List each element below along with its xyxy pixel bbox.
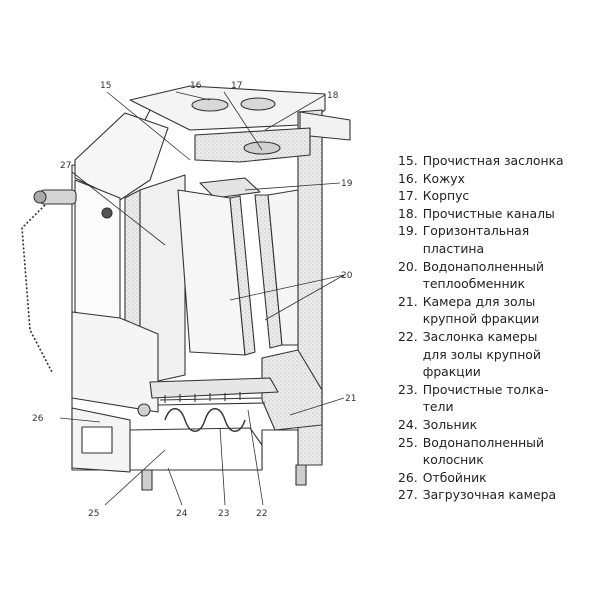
leader-15	[106, 91, 191, 161]
leader-23	[219, 427, 226, 506]
legend-text: Прочистная заслонка	[422, 153, 564, 168]
legend-item-20: 20.Водонаполненный теплообменник	[398, 258, 596, 293]
heat-exchanger-back-face	[267, 189, 299, 346]
legend-item-15: 15. Прочистная заслонка	[398, 152, 596, 170]
leader-20a	[229, 274, 345, 301]
legend-number: 15.	[398, 153, 418, 168]
leader-27	[71, 171, 166, 246]
leader-22	[247, 409, 264, 506]
heat-exchanger-front-insul	[229, 195, 256, 356]
legend-text: Отбойник	[422, 469, 487, 485]
legend-number: 25.	[398, 434, 418, 450]
boiler-body	[21, 85, 351, 491]
legend-item-25: 25.Водонаполненный колосник	[398, 434, 596, 469]
legend-number: 22.	[398, 328, 418, 344]
ash-pan-handle	[81, 426, 113, 454]
legend-item-18: 18.Прочистные каналы	[398, 205, 596, 223]
top-opening-right	[240, 97, 276, 111]
pusher-handle	[137, 403, 151, 417]
leader-21	[289, 397, 345, 416]
legend-item-22: 22.Заслонка камеры для золы крупной фрак…	[398, 328, 596, 381]
callout-26: 26	[32, 414, 44, 424]
legend-number: 16.	[398, 170, 418, 186]
cleaning-damper	[74, 112, 169, 201]
leader-19	[244, 182, 341, 191]
leader-18	[264, 94, 326, 131]
legend-number: 21.	[398, 293, 418, 309]
callout-16: 16	[190, 81, 202, 91]
foot-left	[141, 469, 153, 491]
legend-item-21: 21.Камера для золы крупной фракции	[398, 293, 596, 328]
legend-item-16: 16.Кожух	[398, 170, 596, 188]
callout-27: 27	[60, 161, 71, 171]
front-sight-glass	[101, 207, 113, 219]
legend-text: Водонаполненный колосник	[422, 434, 545, 468]
legend-item-19: 19.Горизонтальная пластина	[398, 222, 596, 257]
callout-24: 24	[176, 509, 188, 519]
leader-20b	[264, 274, 345, 321]
legend-text: Корпус	[422, 188, 470, 204]
top-shelf	[299, 111, 351, 141]
callout-15: 15	[100, 81, 111, 91]
callout-19: 19	[341, 179, 353, 189]
deflector-chain	[21, 204, 53, 373]
legend-item-24: 24.Зольник	[398, 416, 596, 434]
callout-20: 20	[341, 271, 353, 281]
legend-text: Камера для золы крупной фракции	[422, 293, 540, 327]
leader-24	[167, 467, 183, 506]
loading-handle-cap	[33, 190, 47, 204]
roof	[129, 85, 326, 131]
cleaning-pushers	[164, 408, 246, 432]
legend-text: Водонаполненный теплообменник	[422, 258, 545, 292]
leader-lines	[59, 91, 345, 506]
callout-21: 21	[345, 394, 356, 404]
grate-frame	[149, 377, 279, 399]
legend-number: 19.	[398, 223, 418, 239]
leader-17	[223, 91, 263, 151]
callout-18: 18	[327, 91, 339, 101]
leader-26	[59, 417, 101, 423]
legend-item-17: 17.Корпус	[398, 187, 596, 205]
callout-17: 17	[231, 81, 242, 91]
legend-number: 23.	[398, 381, 418, 397]
legend-number: 17.	[398, 188, 418, 204]
leader-25	[104, 449, 166, 506]
legend-item-27: 27.Загрузочная камера	[398, 486, 596, 504]
legend-number: 26.	[398, 469, 418, 485]
legend-text: Горизонтальная пластина	[422, 223, 530, 256]
horizontal-plate	[199, 177, 261, 199]
callout-22: 22	[256, 509, 267, 519]
grate-bars	[157, 392, 266, 406]
callout-labels: 15 16 17 18 19 20 21 22 23 24 25 26 27	[32, 81, 356, 519]
callout-25: 25	[88, 509, 99, 519]
front-panel	[74, 179, 121, 331]
legend: 15. Прочистная заслонка 16.Кожух 17.Корпу…	[398, 152, 596, 504]
leader-16	[175, 91, 211, 101]
legend-item-26: 26.Отбойник	[398, 469, 596, 487]
legend-number: 20.	[398, 258, 418, 274]
foot-right	[295, 464, 307, 486]
lower-door	[71, 311, 159, 413]
cleaning-channel-opening	[243, 141, 281, 155]
legend-number: 18.	[398, 205, 418, 221]
legend-text: Прочистные каналы	[422, 205, 555, 221]
callout-23: 23	[218, 509, 229, 519]
top-opening-left	[191, 98, 229, 112]
legend-number: 27.	[398, 487, 418, 503]
legend-number: 24.	[398, 416, 418, 432]
legend-item-23: 23.Прочистные толка- тели	[398, 381, 596, 416]
legend-text: Кожух	[422, 170, 465, 186]
legend-text: Загрузочная камера	[422, 487, 557, 503]
legend-text: Прочистные толка- тели	[422, 381, 549, 415]
legend-text: Зольник	[422, 416, 478, 432]
legend-text: Заслонка камеры для золы крупной фракции	[422, 328, 541, 380]
